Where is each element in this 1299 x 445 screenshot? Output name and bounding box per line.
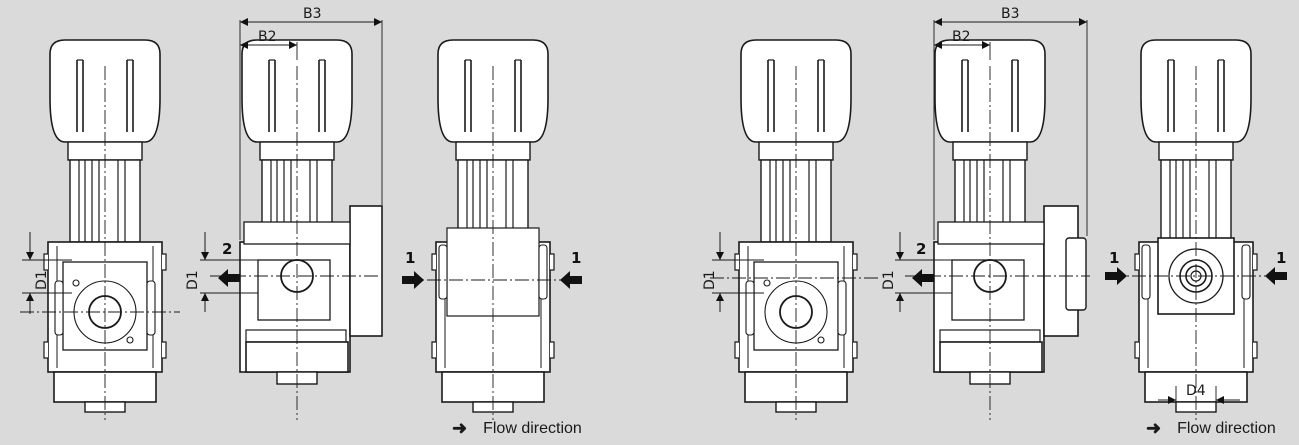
flow-direction-text-2: Flow direction [1177,419,1276,437]
b3-label-2: B3 [1001,6,1020,22]
left-front-view: D1 [20,39,180,420]
outlet-port-label: 2 [222,240,232,258]
right-front-view: D1 [702,39,880,420]
inlet-port-label-right-2: 1 [1276,249,1286,267]
inlet-flow-arrow-left [402,271,424,289]
d1-label-2: D1 [185,270,201,290]
outlet-flow-arrow [218,269,240,287]
inlet-flow-arrow-right [560,271,582,289]
inlet-port-label-left-2: 1 [1109,249,1119,267]
d1-label: D1 [34,270,50,290]
b2-label-2: B2 [952,29,971,45]
flow-direction-legend-2: ➜ Flow direction [1146,418,1276,439]
outlet-port-label-2: 2 [916,240,926,258]
b2-label: B2 [258,29,277,45]
d4-label: D4 [1186,383,1206,399]
right-arrow-icon: ➜ [452,418,468,438]
inlet-port-label-left: 1 [405,249,415,267]
d1-label-4: D1 [881,270,897,290]
left-side-view-outlet: B3 B2 D1 2 [185,6,383,420]
right-rear-view: 1 1 D4 [1105,39,1287,420]
flow-direction-text: Flow direction [483,419,582,437]
flow-direction-legend: ➜ Flow direction [452,418,582,439]
b3-label: B3 [303,6,322,22]
inlet-port-label-right: 1 [571,249,581,267]
d1-label-3: D1 [702,270,718,290]
inlet-flow-arrow-left-2 [1105,267,1127,285]
inlet-flow-arrow-right-2 [1265,267,1287,285]
outlet-flow-arrow-2 [912,269,934,287]
right-arrow-icon: ➜ [1146,418,1162,438]
right-side-view-outlet: B3 B2 D1 2 [881,6,1090,420]
left-rear-view: 1 1 [402,39,582,420]
